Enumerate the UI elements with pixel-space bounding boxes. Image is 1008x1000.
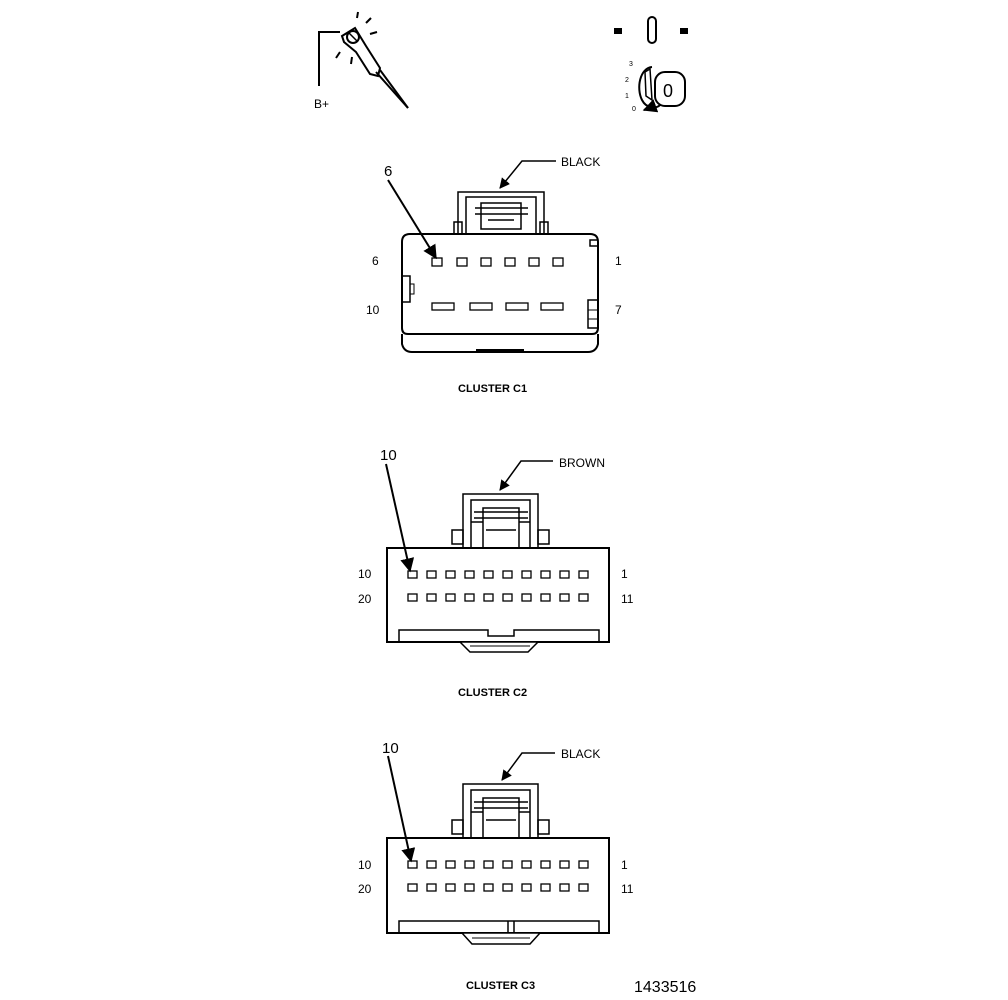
- c3-pin-callout-arrow: [387, 755, 416, 863]
- ign-pos-3: 3: [629, 61, 633, 68]
- c2-left-bottom: 20: [358, 592, 372, 606]
- c2-caption: CLUSTER C2: [458, 687, 527, 699]
- c1-caption: CLUSTER C1: [458, 383, 527, 395]
- c1-pin-row-bottom: [431, 302, 564, 311]
- c1-pin-callout-arrow: [387, 179, 437, 260]
- c3-color: BLACK: [561, 747, 600, 761]
- b-plus-label: B+: [314, 97, 329, 111]
- c2-pin-callout-arrow: [385, 463, 415, 573]
- c2-housing: [386, 547, 610, 643]
- c2-right-top: 1: [621, 567, 628, 581]
- c1-color-callout-arrow: [499, 160, 556, 189]
- c2-color-callout-arrow: [499, 460, 553, 491]
- ign-pos-2: 2: [625, 77, 629, 84]
- c2-right-bottom: 11: [621, 592, 634, 606]
- c1-left-bottom: 10: [366, 303, 380, 317]
- c3-color-callout-arrow: [501, 752, 555, 781]
- ignition-off-icon: [614, 16, 688, 44]
- c1-callout-pin: 6: [384, 163, 392, 180]
- c1-color: BLACK: [561, 155, 600, 169]
- c2-latch: [451, 493, 550, 549]
- figure-id: 1433516: [634, 979, 696, 996]
- c3-caption: CLUSTER C3: [466, 980, 535, 992]
- connector-c1: [387, 160, 599, 353]
- c3-callout-pin: 10: [382, 740, 399, 757]
- ign-pos-0: 0: [632, 106, 636, 113]
- c3-right-bottom: 11: [621, 882, 634, 896]
- c3-latch: [451, 783, 550, 839]
- c3-left-top: 10: [358, 858, 372, 872]
- c1-right-top: 1: [615, 254, 622, 268]
- c3-left-bottom: 20: [358, 882, 372, 896]
- ign-pos-1: 1: [625, 93, 629, 100]
- test-light-icon: [318, 11, 409, 109]
- c1-right-bottom: 7: [615, 303, 622, 317]
- c1-left-top: 6: [372, 254, 379, 268]
- ign-key-label: 0: [663, 81, 673, 101]
- c2-callout-pin: 10: [380, 447, 397, 464]
- c1-pin-row-top: [431, 257, 564, 267]
- ignition-key-icon: [638, 66, 686, 113]
- connector-c2: [385, 460, 610, 653]
- c2-color: BROWN: [559, 456, 605, 470]
- c1-latch: [453, 191, 549, 235]
- c2-left-top: 10: [358, 567, 372, 581]
- c3-housing: [386, 837, 610, 934]
- c3-right-top: 1: [621, 858, 628, 872]
- connector-c3: [386, 752, 610, 945]
- c3-pin-rows: [407, 860, 589, 892]
